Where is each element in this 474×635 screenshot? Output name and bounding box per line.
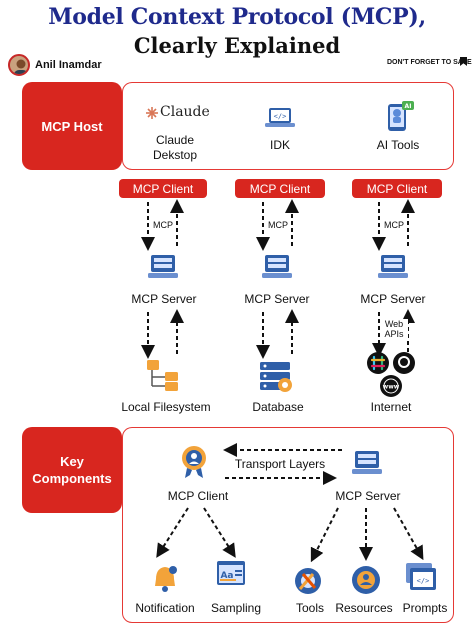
database-server-icon: [260, 362, 292, 392]
resources-icon: [352, 566, 380, 594]
host-ai-tools-label: AI Tools: [376, 138, 420, 152]
host-tab: MCP Host: [22, 82, 122, 170]
resources-label: Resources: [335, 601, 393, 615]
mcp-client-pill-2: MCP Client: [235, 179, 325, 198]
laptop-code-icon: </>: [265, 108, 295, 127]
avatar: [8, 54, 30, 76]
internet-apps-icon: www: [367, 352, 415, 397]
server-icon-2: [262, 255, 292, 278]
svg-text:</>: </>: [417, 577, 430, 585]
svg-text:</>: </>: [274, 113, 287, 121]
claude-logo: Claude: [146, 104, 210, 122]
mcp-connector-label-3: MCP: [381, 220, 407, 230]
components-mcp-client-label: MCP Client: [167, 489, 229, 503]
host-claude-label: Claude Dekstop: [152, 133, 198, 162]
author-name: Anil Inamdar: [35, 59, 102, 71]
sampling-icon: Aa: [217, 561, 245, 585]
tools-label: Tools: [295, 601, 324, 615]
server-icon-1: [148, 255, 178, 278]
mcp-server-label-1: MCP Server: [131, 292, 197, 306]
components-mcp-server-label: MCP Server: [335, 489, 401, 503]
host-idk-label: IDK: [269, 138, 290, 152]
claude-logo-text: Claude: [160, 104, 210, 120]
folder-tree-icon: [147, 360, 178, 391]
components-server-icon: [352, 451, 382, 474]
mcp-server-label-3: MCP Server: [360, 292, 426, 306]
tools-icon: [295, 568, 321, 594]
mcp-connector-label-1: MCP: [150, 220, 176, 230]
save-note: DON'T FORGET TO SAVE: [387, 59, 472, 66]
target-label-database: Database: [252, 400, 304, 414]
svg-text:AI: AI: [405, 103, 412, 110]
page-title-line2: Clearly Explained: [133, 33, 341, 58]
mcp-client-badge-icon: [182, 446, 206, 478]
mcp-client-pill-3: MCP Client: [352, 179, 442, 198]
prompts-icon: </>: [406, 563, 436, 590]
mcp-client-pill-1: MCP Client: [119, 179, 207, 198]
target-label-local-filesystem: Local Filesystem: [121, 400, 211, 414]
target-label-internet: Internet: [370, 400, 412, 414]
components-tab: Key Components: [22, 427, 122, 513]
svg-text:www: www: [383, 384, 400, 391]
bell-icon: [155, 566, 177, 592]
sampling-label: Sampling: [210, 601, 262, 615]
page-title-line1: Model Context Protocol (MCP),: [48, 4, 426, 30]
components-panel: [122, 427, 454, 623]
bookmark-icon: [460, 57, 467, 66]
server-icon-3: [378, 255, 408, 278]
mcp-server-label-2: MCP Server: [244, 292, 310, 306]
web-apis-label: Web APIs: [380, 319, 408, 339]
transport-layers-label: Transport Layers: [234, 457, 326, 471]
ai-robot-phone-icon: AI: [388, 101, 414, 131]
prompts-label: Prompts: [402, 601, 448, 615]
svg-text:Aa: Aa: [220, 571, 233, 581]
mcp-connector-label-2: MCP: [265, 220, 291, 230]
notification-label: Notification: [135, 601, 195, 615]
